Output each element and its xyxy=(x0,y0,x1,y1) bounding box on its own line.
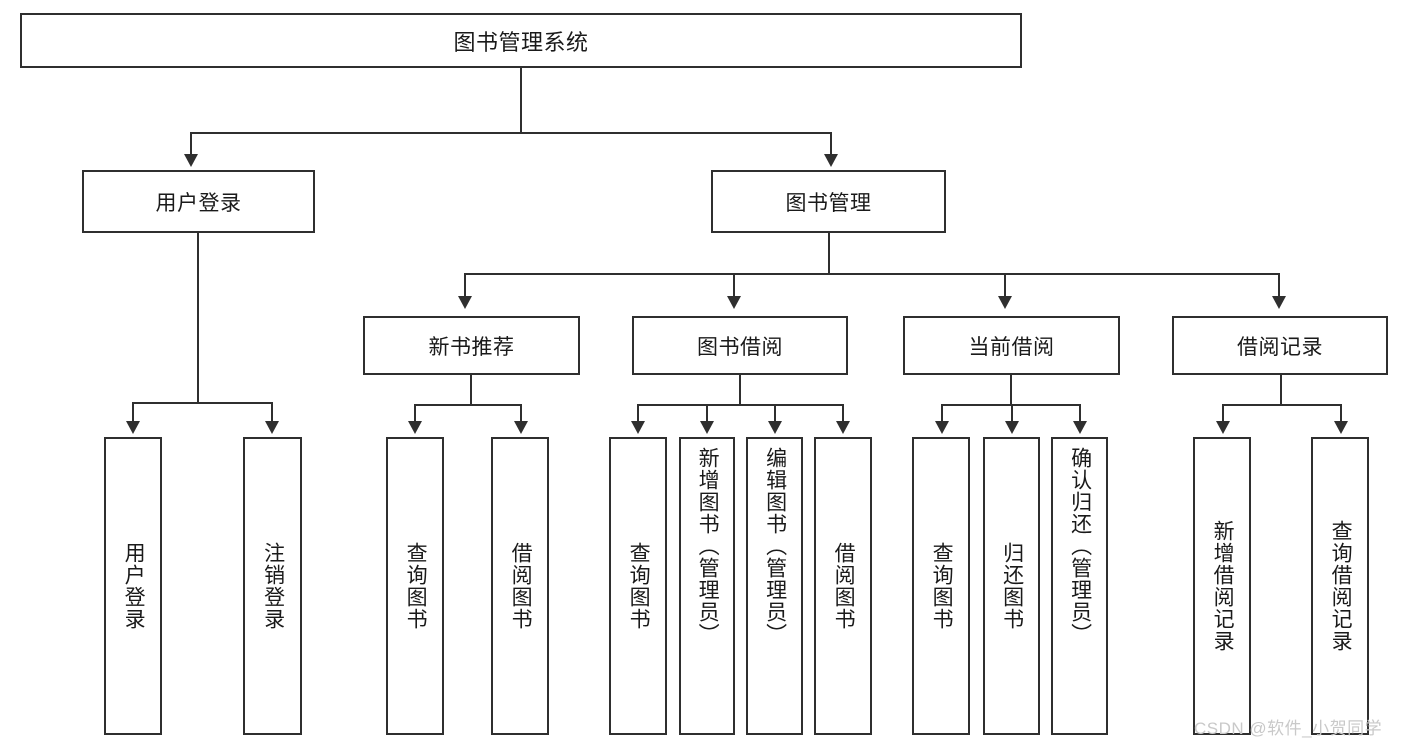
connector-records-to-leaf-1 xyxy=(1222,404,1224,422)
connector-newbook-stem xyxy=(470,375,472,404)
connector-newbook-to-leaf-2 xyxy=(520,404,522,422)
arrow-current-to-leaf-2 xyxy=(1005,421,1019,434)
connector-borrow-to-leaf-1 xyxy=(637,404,639,422)
leaf-query-borrow-record[interactable]: 查询借阅记录 xyxy=(1311,437,1369,735)
node-label: 新增图书（管理员） xyxy=(696,447,720,645)
connector-borrow-bus xyxy=(637,404,844,406)
connector-records-to-leaf-2 xyxy=(1340,404,1342,422)
connector-login-bus xyxy=(132,402,272,404)
node-label: 借阅图书 xyxy=(509,542,533,630)
leaf-borrow-books-newbook[interactable]: 借阅图书 xyxy=(491,437,549,735)
arrow-records-to-leaf-2 xyxy=(1334,421,1348,434)
connector-login-to-leaf-2 xyxy=(271,402,273,422)
leaf-return-books[interactable]: 归还图书 xyxy=(983,437,1040,735)
arrow-bookmgmt-to-current xyxy=(998,296,1012,309)
connector-bookmgmt-to-newbook xyxy=(464,273,466,297)
connector-root-to-bookmgmt xyxy=(830,132,832,156)
node-label: 确认归还（管理员） xyxy=(1068,447,1092,645)
connector-login-to-leaf-1 xyxy=(132,402,134,422)
arrow-newbook-to-leaf-1 xyxy=(408,421,422,434)
arrow-bookmgmt-to-records xyxy=(1272,296,1286,309)
connector-bookmgmt-to-records xyxy=(1278,273,1280,297)
arrow-bookmgmt-to-borrow xyxy=(727,296,741,309)
leaf-user-login[interactable]: 用户登录 xyxy=(104,437,162,735)
arrow-borrow-to-leaf-3 xyxy=(768,421,782,434)
leaf-borrow-books[interactable]: 借阅图书 xyxy=(814,437,872,735)
connector-records-stem xyxy=(1280,375,1282,404)
connector-root-stem xyxy=(520,68,522,132)
arrow-records-to-leaf-1 xyxy=(1216,421,1230,434)
node-user-login[interactable]: 用户登录 xyxy=(82,170,315,233)
node-label: 归还图书 xyxy=(1000,542,1024,630)
node-label: 借阅记录 xyxy=(1237,335,1323,359)
arrow-newbook-to-leaf-2 xyxy=(514,421,528,434)
connector-records-bus xyxy=(1222,404,1340,406)
connector-current-to-leaf-3 xyxy=(1079,404,1081,422)
csdn-watermark: CSDN @软件_小贺同学 xyxy=(1194,719,1383,738)
connector-newbook-bus xyxy=(414,404,522,406)
node-book-management[interactable]: 图书管理 xyxy=(711,170,946,233)
node-borrow-records[interactable]: 借阅记录 xyxy=(1172,316,1388,375)
node-label: 注销登录 xyxy=(261,542,285,630)
node-label: 新书推荐 xyxy=(428,335,515,359)
arrow-current-to-leaf-1 xyxy=(935,421,949,434)
leaf-logout[interactable]: 注销登录 xyxy=(243,437,302,735)
leaf-query-books-newbook[interactable]: 查询图书 xyxy=(386,437,444,735)
connector-bookmgmt-to-borrow xyxy=(733,273,735,297)
connector-root-bus xyxy=(190,132,832,134)
connector-borrow-to-leaf-2 xyxy=(706,404,708,422)
node-current-borrow[interactable]: 当前借阅 xyxy=(903,316,1120,375)
node-label: 查询图书 xyxy=(627,542,651,630)
node-label: 新增借阅记录 xyxy=(1211,520,1235,652)
connector-root-to-login xyxy=(190,132,192,156)
node-label: 查询图书 xyxy=(930,542,954,630)
node-book-borrow[interactable]: 图书借阅 xyxy=(632,316,848,375)
connector-current-to-leaf-1 xyxy=(941,404,943,422)
connector-newbook-to-leaf-1 xyxy=(414,404,416,422)
arrow-bookmgmt-to-newbook xyxy=(458,296,472,309)
node-label: 图书管理 xyxy=(785,191,872,215)
node-label: 用户登录 xyxy=(155,191,242,215)
connector-bookmgmt-stem xyxy=(828,233,830,273)
node-label: 借阅图书 xyxy=(832,542,856,630)
node-root-system[interactable]: 图书管理系统 xyxy=(20,13,1022,68)
node-label: 图书借阅 xyxy=(697,335,783,359)
connector-current-stem xyxy=(1010,375,1012,404)
leaf-confirm-return-admin[interactable]: 确认归还（管理员） xyxy=(1051,437,1108,735)
node-new-book-recommend[interactable]: 新书推荐 xyxy=(363,316,580,375)
node-label: 查询借阅记录 xyxy=(1329,520,1353,652)
arrow-login-to-leaf-2 xyxy=(265,421,279,434)
node-label: 编辑图书（管理员） xyxy=(763,447,787,645)
connector-borrow-to-leaf-4 xyxy=(842,404,844,422)
connector-bookmgmt-to-current xyxy=(1004,273,1006,297)
leaf-edit-book-admin[interactable]: 编辑图书（管理员） xyxy=(746,437,803,735)
node-label: 查询图书 xyxy=(404,542,428,630)
leaf-query-books-borrow[interactable]: 查询图书 xyxy=(609,437,667,735)
connector-borrow-stem xyxy=(739,375,741,404)
leaf-query-books-current[interactable]: 查询图书 xyxy=(912,437,970,735)
leaf-add-book-admin[interactable]: 新增图书（管理员） xyxy=(679,437,735,735)
arrow-login-to-leaf-1 xyxy=(126,421,140,434)
arrow-borrow-to-leaf-2 xyxy=(700,421,714,434)
node-label: 图书管理系统 xyxy=(453,29,589,55)
connector-bookmgmt-bus xyxy=(464,273,1280,275)
connector-current-to-leaf-2 xyxy=(1011,404,1013,422)
node-label: 当前借阅 xyxy=(968,335,1055,359)
leaf-add-borrow-record[interactable]: 新增借阅记录 xyxy=(1193,437,1251,735)
arrow-root-to-bookmgmt xyxy=(824,154,838,167)
connector-login-stem xyxy=(197,233,199,402)
arrow-root-to-login xyxy=(184,154,198,167)
arrow-borrow-to-leaf-1 xyxy=(631,421,645,434)
node-label: 用户登录 xyxy=(122,542,146,630)
connector-borrow-to-leaf-3 xyxy=(774,404,776,422)
arrow-borrow-to-leaf-4 xyxy=(836,421,850,434)
arrow-current-to-leaf-3 xyxy=(1073,421,1087,434)
